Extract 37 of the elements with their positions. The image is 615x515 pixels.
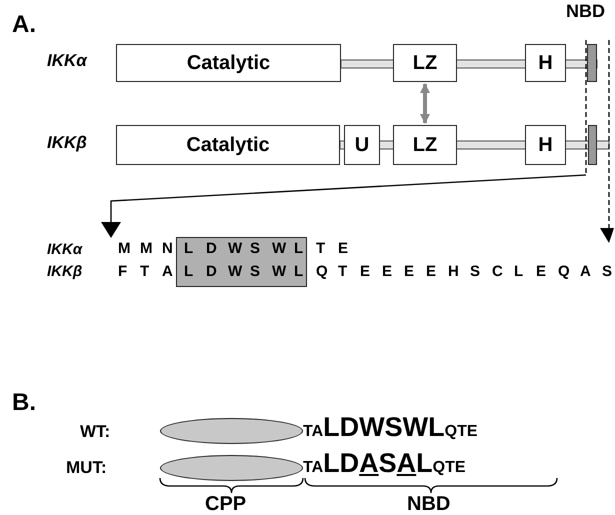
- sequence-text: T E: [316, 241, 350, 258]
- sequence-text: F T A: [118, 264, 174, 280]
- domain-box: [525, 44, 566, 82]
- row-label: MUT:: [66, 459, 107, 478]
- nbd-bar: [588, 125, 597, 165]
- panel-label: A.: [12, 12, 36, 38]
- domain-box: [393, 44, 457, 82]
- domain-box: [344, 125, 380, 165]
- protein-label: IKKα: [47, 52, 87, 71]
- sequence-text: Q T E E E E H S C L E Q A S: [316, 264, 614, 280]
- double-arrow: [420, 83, 430, 124]
- peptide-sequence: TALDWSWLQTE: [303, 413, 478, 443]
- protein-label: IKKβ: [47, 264, 82, 280]
- domain-label: Catalytic: [186, 134, 270, 156]
- domain-box: [525, 125, 566, 165]
- row-label: WT:: [80, 423, 110, 442]
- peptide-sequence: TALDASALQTE: [303, 449, 466, 479]
- domain-box: [393, 125, 457, 165]
- region-label: NBD: [407, 493, 450, 515]
- panel-label: B.: [12, 390, 36, 416]
- sequence-text: L D W S W L: [184, 264, 304, 280]
- domain-label: LZ: [412, 52, 438, 74]
- sequence-text: L D W S W L: [184, 241, 304, 258]
- domain-label: H: [538, 52, 553, 74]
- protein-label: IKKα: [47, 242, 82, 258]
- highlight-box: [176, 237, 307, 287]
- region-label: NBD: [566, 2, 605, 22]
- domain-label: U: [354, 134, 370, 156]
- sequence-text: M M N: [118, 241, 174, 258]
- domain-box: [116, 44, 341, 82]
- region-label: CPP: [205, 493, 246, 515]
- domain-label: H: [538, 134, 553, 156]
- domain-label: Catalytic: [186, 52, 270, 74]
- domain-box: [116, 125, 340, 165]
- domain-label: LZ: [412, 134, 438, 156]
- nbd-bar: [587, 44, 597, 82]
- protein-label: IKKβ: [47, 134, 87, 153]
